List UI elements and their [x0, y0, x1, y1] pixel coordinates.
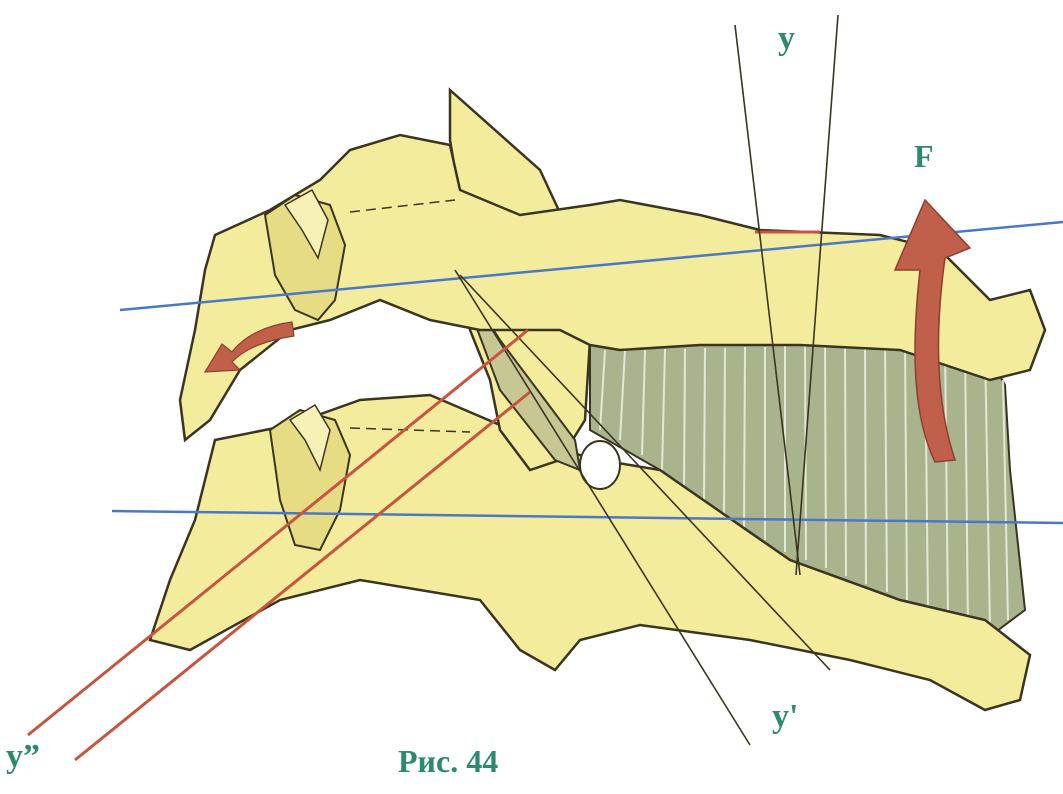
label-y-prime: y'	[772, 698, 798, 736]
label-force: F	[914, 138, 934, 175]
figure-caption: Рис. 44	[398, 743, 498, 780]
label-y-double-prime: y”	[6, 738, 40, 776]
label-y: y	[778, 20, 795, 58]
